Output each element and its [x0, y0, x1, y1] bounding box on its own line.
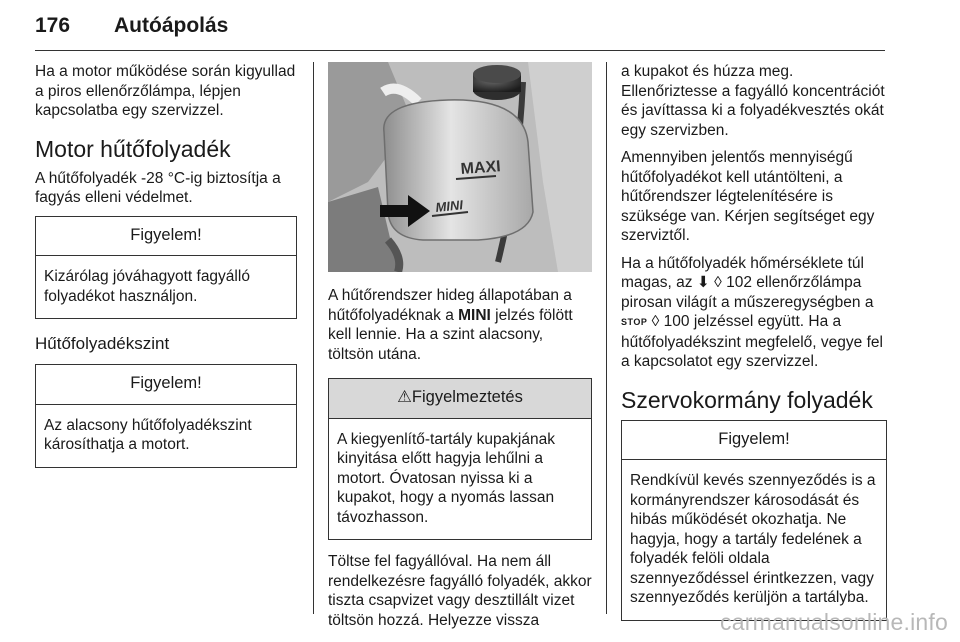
notice-title: Figyelem!: [36, 365, 296, 405]
page-number: 176: [35, 14, 71, 37]
mini-mark: MINI: [435, 197, 464, 215]
warning-header: ⚠Figyelmeztetés: [329, 379, 591, 419]
notice-text: Kizárólag jóváhagyott fagyálló folyadéko…: [44, 268, 250, 305]
warning-title: Figyelmeztetés: [411, 388, 523, 406]
column-divider: [313, 62, 314, 614]
stop-icon: STOP: [621, 317, 648, 327]
column-divider: [606, 62, 607, 614]
page-reference-icon: ◊: [651, 313, 660, 330]
coolant-paragraph: A hűtőfolyadék -28 °C-ig biztosítja a fa…: [35, 169, 281, 207]
notice-box: Figyelem! Kizárólag jóváhagyott fagyálló…: [35, 215, 297, 319]
arrow-icon: [380, 195, 430, 227]
page-header: 176 Autóápolás: [35, 14, 885, 51]
warning-text: A kiegyenlítő-tartály kupakjának kinyitá…: [337, 430, 555, 526]
temperature-paragraph: Ha a hűtőfolyadék hőmérséklete túl magas…: [621, 254, 883, 371]
notice-box: Figyelem! Az alacsony hűtőfolyadékszint …: [35, 364, 297, 468]
column-1: Ha a motor működése során kigyullad a pi…: [35, 62, 297, 480]
chapter-title: Autóápolás: [114, 14, 229, 37]
watermark: carmanualsonline.info: [720, 609, 948, 635]
notice-box: Figyelem! Rendkívül kevés szennyeződés i…: [621, 419, 887, 621]
coolant-reservoir-photo: MAXI MINI: [328, 62, 592, 272]
notice-title: Figyelem!: [36, 217, 296, 256]
notice-text: Rendkívül kevés szennyeződés is a kormán…: [630, 472, 876, 606]
refill-paragraph: Töltse fel fagyállóval. Ha nem áll rende…: [328, 553, 592, 629]
bleeding-paragraph: Amennyiben jelentős mennyiségű hűtőfolya…: [621, 149, 875, 244]
section-title-coolant: Motor hűtőfolyadék: [35, 135, 231, 162]
section-title-power-steering: Szervokormány folyadék: [621, 386, 873, 413]
notice-text: Az alacsony hűtőfolyadékszint károsíthat…: [44, 416, 252, 454]
column-3: a kupakot és húzza meg. Ellenőriztesse a…: [621, 62, 887, 633]
intro-paragraph: Ha a motor működése során kigyullad a pi…: [35, 63, 296, 119]
coolant-level-paragraph: A hűtőrendszer hideg állapotában a hűtőf…: [328, 287, 573, 363]
column-2: MAXI MINI A hűtőrendszer hideg állapotáb…: [328, 62, 592, 638]
warning-box: ⚠Figyelmeztetés A kiegyenlítő-tartály ku…: [328, 378, 592, 540]
cap-paragraph: a kupakot és húzza meg. Ellenőriztesse a…: [621, 63, 885, 139]
page-reference-icon: ◊: [714, 274, 722, 291]
warning-triangle-icon: ⚠: [397, 388, 412, 406]
temperature-warning-icon: ⬇: [696, 274, 710, 291]
subsection-title-coolant-level: Hűtőfolyadékszint: [35, 334, 170, 353]
notice-title: Figyelem!: [622, 421, 886, 460]
maxi-mark: MAXI: [460, 158, 501, 178]
